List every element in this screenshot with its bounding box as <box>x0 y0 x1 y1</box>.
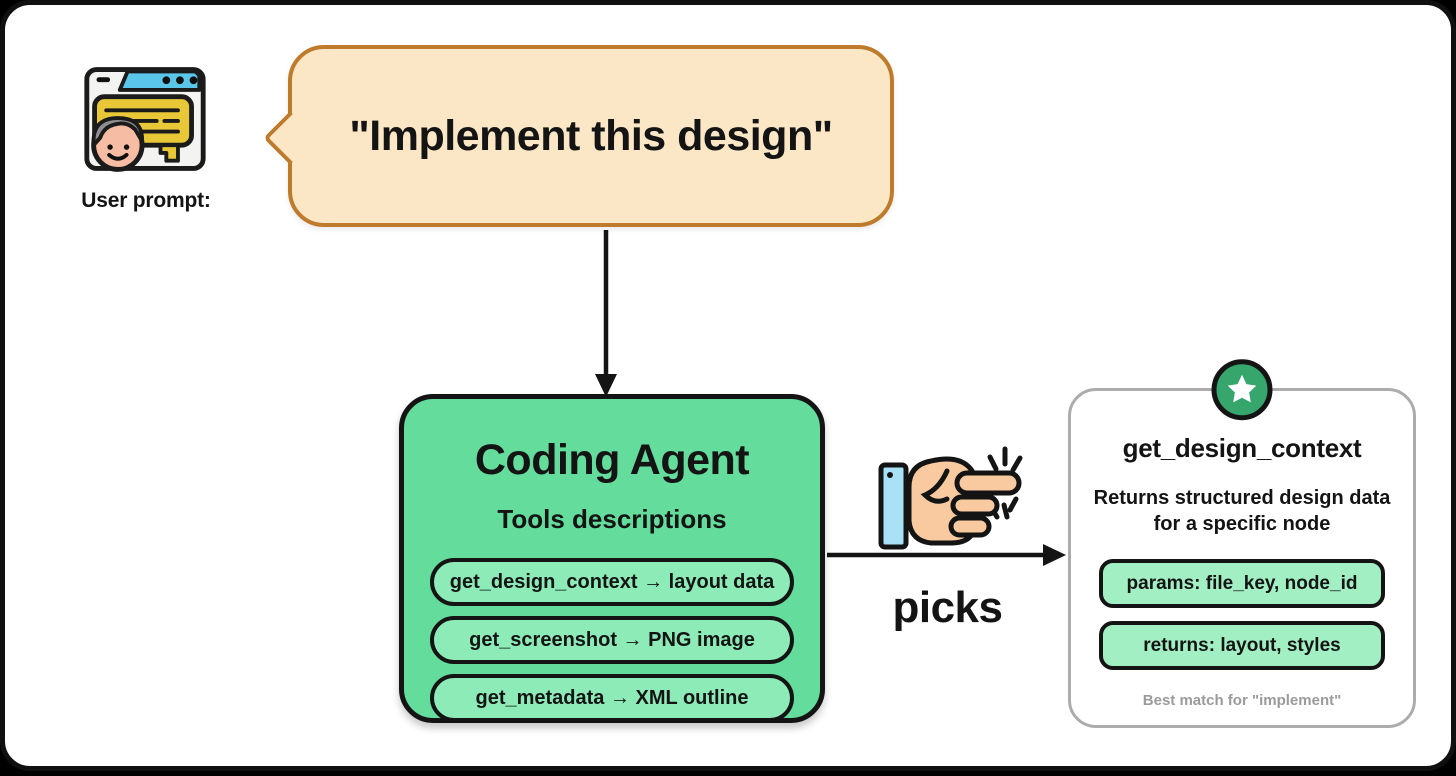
coding-agent-subtitle: Tools descriptions <box>497 504 727 534</box>
star-badge-icon <box>1210 358 1274 422</box>
speech-bubble-text: "Implement this design" <box>349 111 833 160</box>
selected-tool-description: Returns structured design data for a spe… <box>1093 487 1391 535</box>
best-match-footnote: Best match for "implement" <box>1142 692 1342 709</box>
user-browser-chat-icon <box>81 61 209 177</box>
returns-pill: returns: layout, styles <box>1099 621 1385 670</box>
selected-tool-card: get_design_context Returns structured de… <box>1068 359 1416 728</box>
tool-pill-get-screenshot: get_screenshot → PNG image <box>430 616 794 664</box>
selected-tool-pill-list: params: file_key, node_id returns: layou… <box>1099 559 1385 670</box>
coding-agent-box: Coding Agent Tools descriptions get_desi… <box>399 394 825 723</box>
tool-pill-get-metadata: get_metadata → XML outline <box>430 674 794 722</box>
user-speech-bubble: "Implement this design" <box>288 45 894 227</box>
tool-description-list: get_design_context → layout data get_scr… <box>430 558 794 722</box>
picks-label: picks <box>892 583 1003 632</box>
user-prompt-label: User prompt: <box>81 189 211 212</box>
tool-pill-get-design-context: get_design_context → layout data <box>430 558 794 606</box>
params-pill: params: file_key, node_id <box>1099 559 1385 608</box>
pointing-hand-icon <box>873 433 1029 559</box>
selected-tool-title: get_design_context <box>1122 433 1362 463</box>
coding-agent-title: Coding Agent <box>474 436 750 484</box>
